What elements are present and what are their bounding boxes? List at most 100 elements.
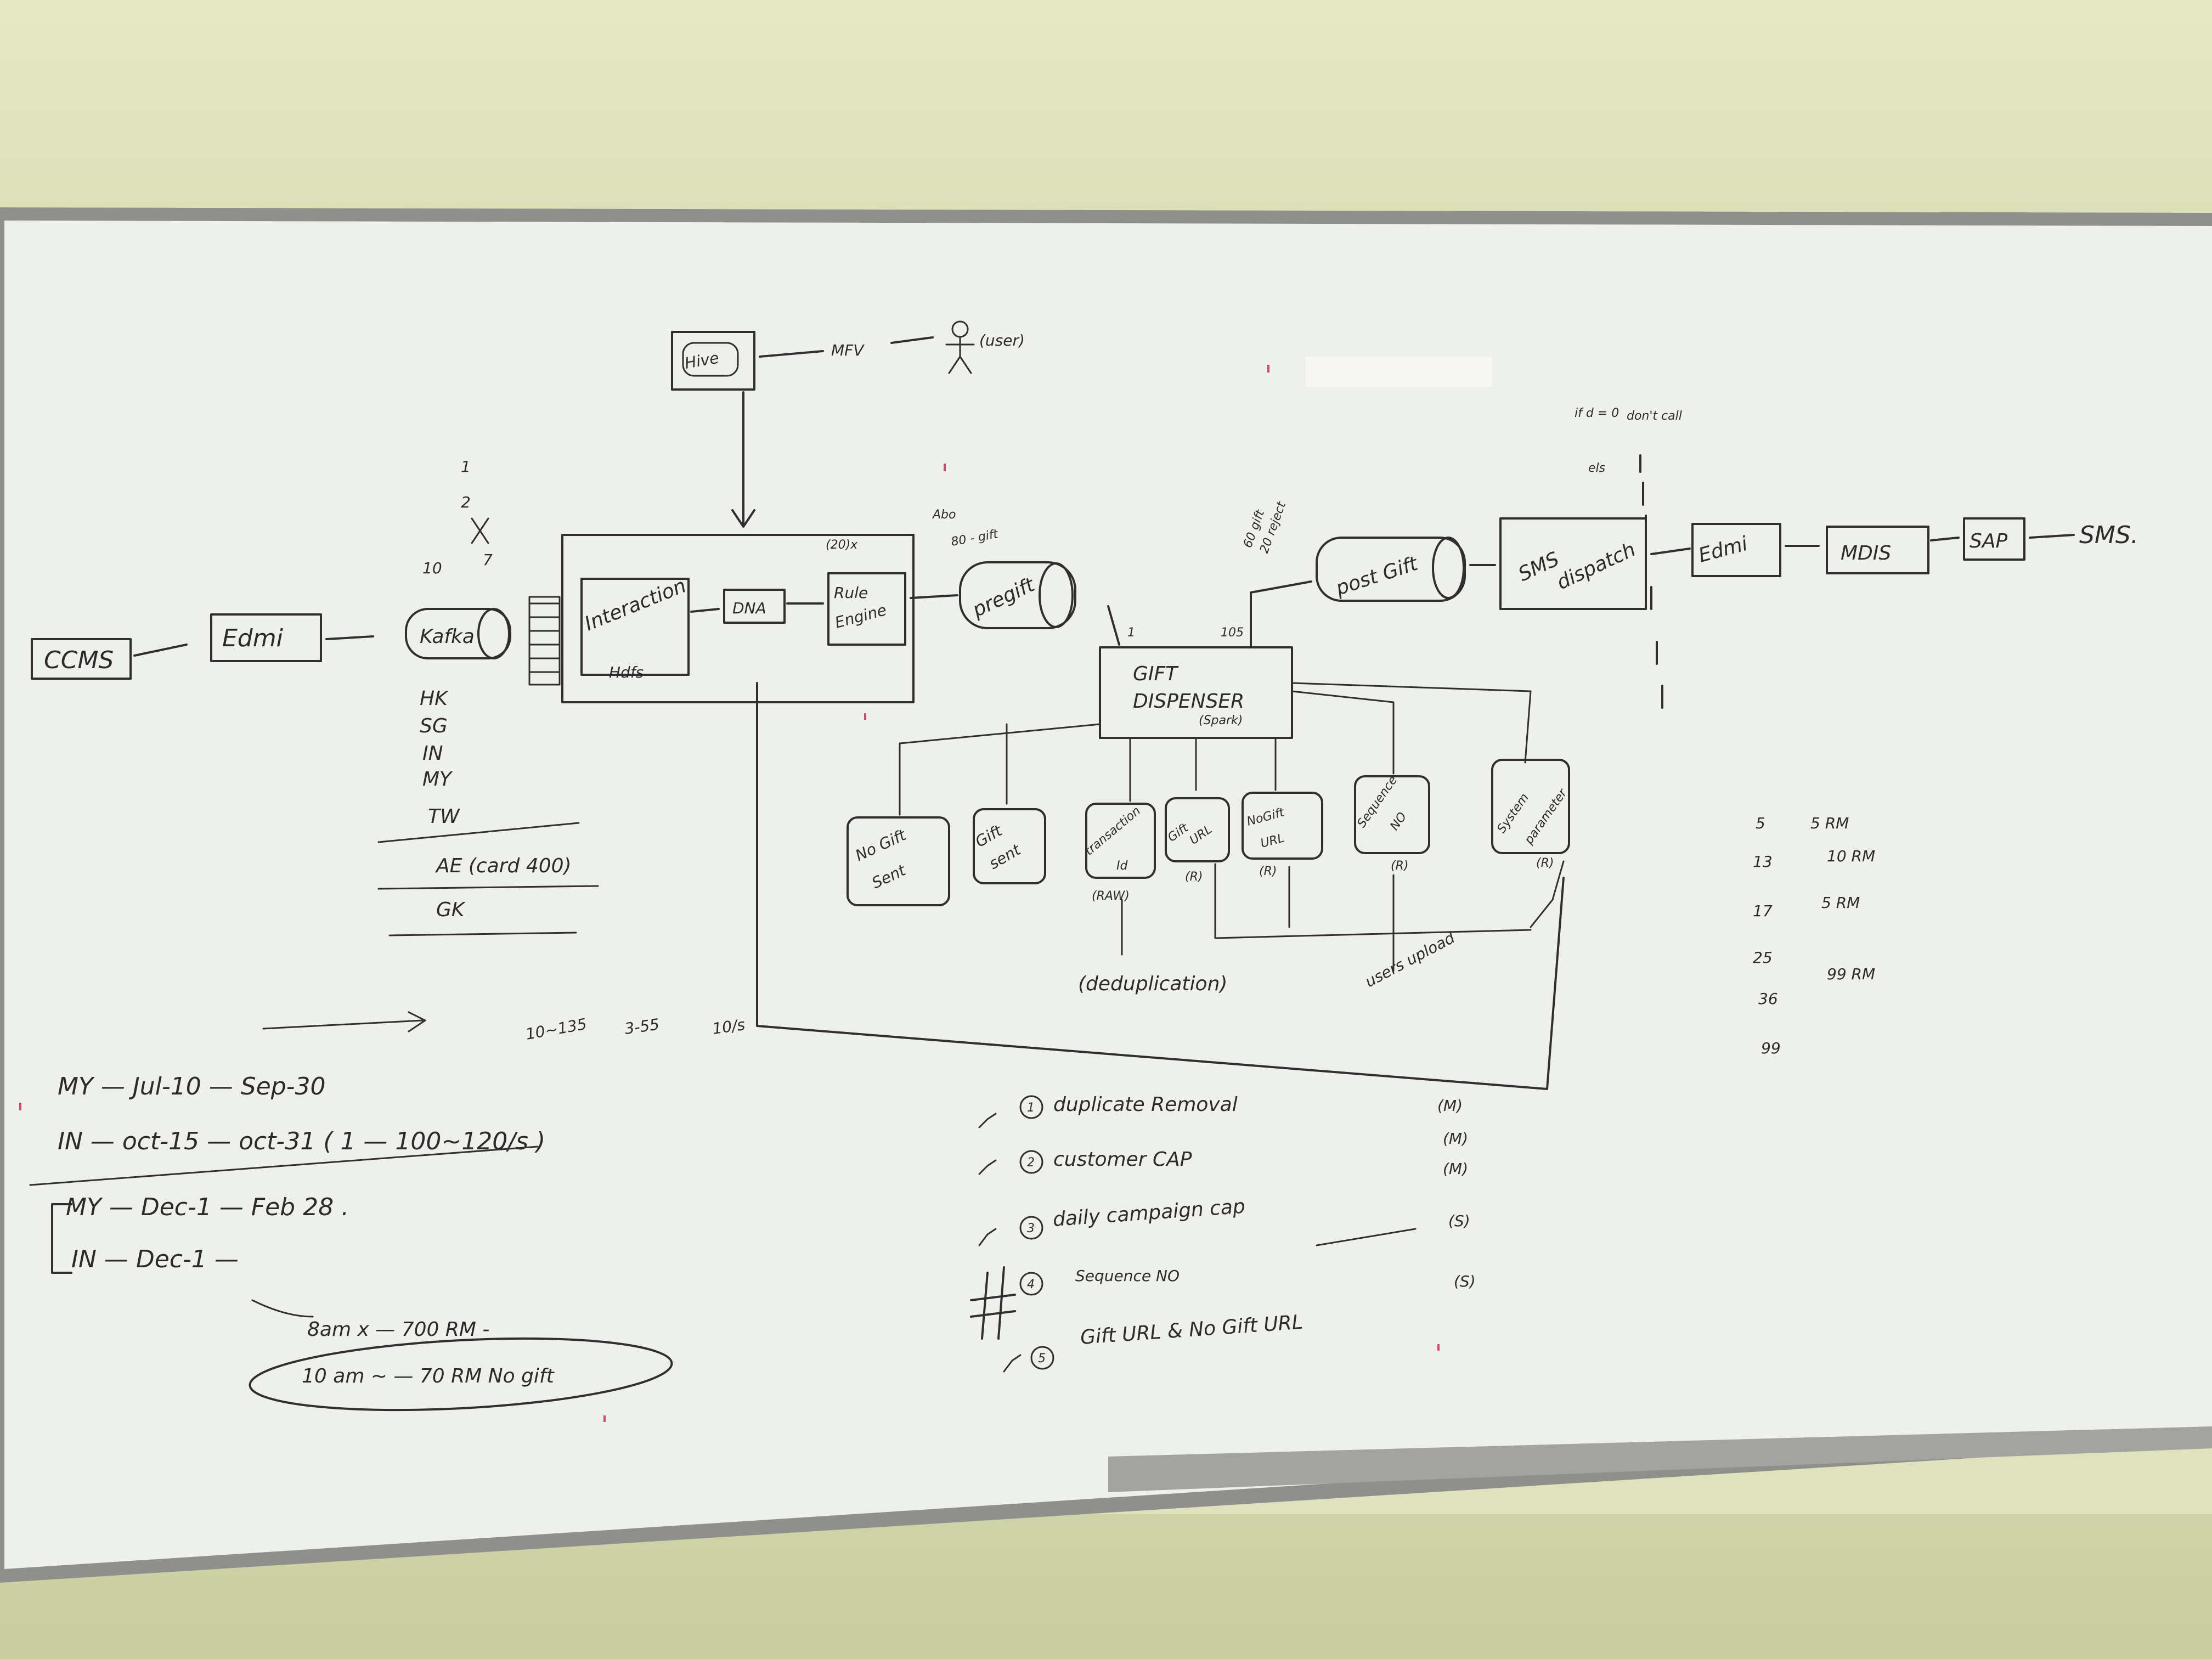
tier-v-3: 5 RM xyxy=(1821,894,1860,912)
kafka-mark-1: 1 xyxy=(461,458,471,476)
gift-dispenser-title: GIFT xyxy=(1133,663,1179,685)
edmi-2-box xyxy=(1691,523,1781,577)
condition-3: els xyxy=(1588,461,1605,475)
hive-cylinder xyxy=(682,342,739,377)
tier-n-4: 25 xyxy=(1753,949,1773,967)
kafka-label: Kafka xyxy=(420,625,475,648)
edmi-box xyxy=(210,613,322,662)
tier-list: 5 5 RM 13 10 RM 17 5 RM 25 36 99 RM 99 xyxy=(1753,814,1875,1057)
arrow-edmi-kafka xyxy=(325,635,374,640)
country-my: MY xyxy=(422,768,453,791)
schedule-line-4: IN — Dec-1 — xyxy=(71,1245,239,1273)
arrow-user-mfv xyxy=(890,336,934,344)
arrow-mdis-sap xyxy=(1930,537,1960,541)
country-sg: SG xyxy=(420,715,448,737)
rule-engine-box xyxy=(827,572,906,646)
time-note-oval xyxy=(249,1337,673,1412)
mfv-label: MFV xyxy=(831,341,865,359)
timeline-arrow xyxy=(262,1011,426,1032)
tier-n-6: 99 xyxy=(1761,1039,1781,1057)
tier-n-1: 5 xyxy=(1756,814,1765,832)
red-marker-flecks xyxy=(19,365,1440,1422)
pregift-cylinder xyxy=(959,561,1076,629)
svg-text:(RAW): (RAW) xyxy=(1092,889,1130,903)
svg-text:(R): (R) xyxy=(1536,856,1554,870)
kafka-mark-2: 2 xyxy=(461,493,471,511)
interaction-box xyxy=(580,578,690,676)
rate-c: 10/s xyxy=(711,1015,746,1038)
partition-arrows xyxy=(528,602,561,673)
condition-2: don't call xyxy=(1627,409,1682,423)
mdis-box xyxy=(1826,526,1929,574)
processing-container xyxy=(561,534,915,703)
hdfs-label: Hdfs xyxy=(609,663,644,681)
arrow-dispenser-postgift xyxy=(1250,580,1312,648)
dispenser-count-out: 105 xyxy=(1221,626,1244,640)
sap-label: SAP xyxy=(1970,530,2007,552)
condition-1: if d = 0 xyxy=(1575,407,1619,420)
wall xyxy=(0,0,2212,219)
checklist-item-4: 4 Sequence NO (S) xyxy=(970,1212,1470,1340)
ccms-label: CCMS xyxy=(44,646,114,674)
svg-text:(R): (R) xyxy=(1185,870,1203,884)
country-divider-1 xyxy=(377,822,580,843)
tier-n-2: 13 xyxy=(1753,853,1773,871)
hive-box xyxy=(671,331,755,391)
country-gk: GK xyxy=(436,899,466,921)
country-in: IN xyxy=(422,742,443,765)
arrow-sms-edmi xyxy=(1650,548,1691,555)
country-hk: HK xyxy=(420,687,449,710)
edmi-label: Edmi xyxy=(222,624,284,652)
schedule-line-1: MY — Jul-10 — Sep-30 xyxy=(58,1073,326,1101)
kafka-mark-10: 10 xyxy=(422,559,442,577)
svg-text:5: 5 xyxy=(1038,1352,1046,1365)
tier-v-5: 99 RM xyxy=(1827,965,1875,983)
svg-text:(R): (R) xyxy=(1259,865,1277,878)
svg-text:4: 4 xyxy=(1027,1278,1035,1291)
rule-multiplier-label: (20)x xyxy=(826,538,858,552)
rule-engine-label-top: Rule xyxy=(834,584,868,602)
arrow-hive-down xyxy=(731,391,755,528)
arrow-interaction-dna xyxy=(690,608,720,613)
schedule-bracket xyxy=(51,1203,72,1274)
kafka-cross-mark xyxy=(471,517,489,544)
schedule-divider xyxy=(29,1146,539,1186)
kafka-cylinder-end xyxy=(477,608,510,659)
svg-text:3: 3 xyxy=(1027,1222,1035,1235)
mdis-label: MDIS xyxy=(1841,542,1891,565)
time-note-1: 8am x — 700 RM - xyxy=(307,1318,489,1341)
partition-bracket xyxy=(528,596,561,686)
arrow-sap-sms xyxy=(2029,534,2075,539)
svg-text:Sequence NO: Sequence NO xyxy=(1075,1267,1180,1285)
country-ae: AE (card 400) xyxy=(435,855,572,877)
arrow-mfv-hive xyxy=(759,350,824,358)
dna-label: DNA xyxy=(732,599,766,617)
svg-text:(S): (S) xyxy=(1454,1272,1476,1290)
checklist-item-1: 1 duplicate Removal (M) xyxy=(978,1093,1463,1128)
sms-dispatch-box xyxy=(1499,517,1647,610)
tier-v-2: 10 RM xyxy=(1827,847,1875,865)
sms-output-label: SMS. xyxy=(2079,521,2138,549)
upload-lines xyxy=(1214,860,1565,939)
tier-n-3: 17 xyxy=(1753,902,1773,920)
dispenser-count-in: 1 xyxy=(1127,626,1135,640)
time-note-2: 10 am ~ — 70 RM No gift xyxy=(302,1365,555,1387)
arrow-rule-pregift xyxy=(910,594,958,599)
loop-line xyxy=(756,682,1565,1090)
svg-text:(S): (S) xyxy=(1448,1212,1470,1230)
time-note-squiggle xyxy=(251,1299,314,1318)
kafka-mark-7: 7 xyxy=(483,551,493,569)
pregift-cylinder-end xyxy=(1039,562,1074,628)
svg-text:(M): (M) xyxy=(1437,1097,1463,1115)
svg-text:(M): (M) xyxy=(1443,1160,1468,1178)
svg-text:customer CAP: customer CAP xyxy=(1053,1148,1192,1171)
country-divider-2 xyxy=(377,885,599,890)
tier-v-1: 5 RM xyxy=(1810,814,1849,832)
marker-tray xyxy=(1108,1426,2212,1492)
whiteboard-glare xyxy=(1306,357,1492,387)
svg-text:(M): (M) xyxy=(1443,1130,1468,1148)
svg-text:(R): (R) xyxy=(1391,859,1408,873)
arrow-pregift-dispenser xyxy=(1107,605,1120,646)
schedule-line-3: MY — Dec-1 — Feb 28 . xyxy=(66,1193,349,1221)
